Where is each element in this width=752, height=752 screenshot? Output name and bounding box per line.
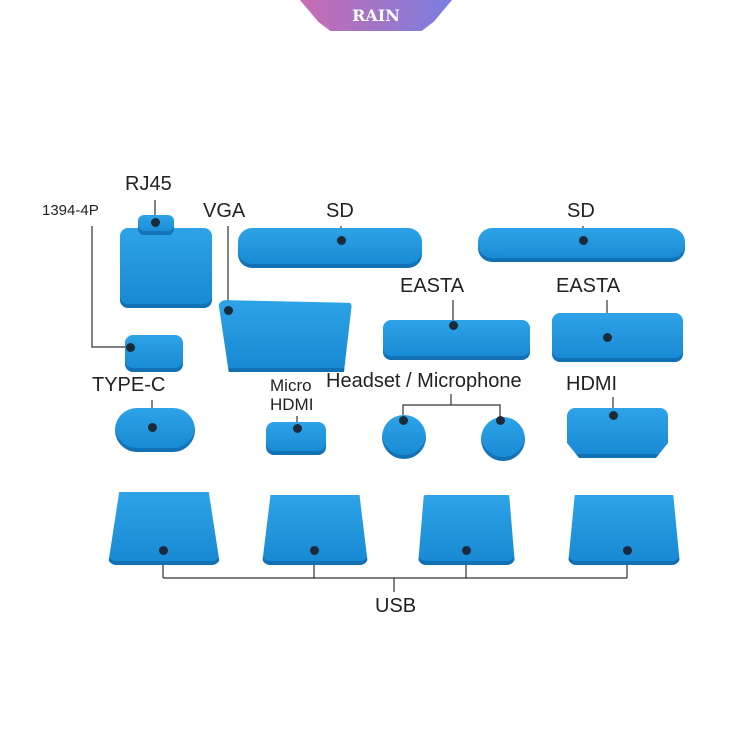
sd-plug-1 — [238, 228, 422, 268]
leader-dot — [310, 546, 319, 555]
label-vga: VGA — [203, 200, 246, 222]
leader-dot — [293, 424, 302, 433]
leader-dot — [623, 546, 632, 555]
label-micro-hdmi: HDMI — [270, 395, 314, 414]
label-hdmi: HDMI — [566, 373, 618, 395]
leader-dot — [579, 236, 588, 245]
leader-dot — [603, 333, 612, 342]
brand-banner: RAIN — [300, 0, 452, 31]
leader-dot — [496, 416, 505, 425]
leader-dot — [462, 546, 471, 555]
leader-dot — [224, 306, 233, 315]
leader-dot — [126, 343, 135, 352]
label-1394: 1394-4P — [42, 202, 99, 219]
label-sd-1: SD — [326, 200, 354, 222]
label-headset: Headset / Microphone — [326, 370, 522, 392]
easta-plug-2 — [552, 313, 683, 362]
sd-plug-2 — [478, 228, 685, 262]
leader-dot — [609, 411, 618, 420]
label-usb: USB — [375, 595, 417, 617]
label-sd-2: SD — [567, 200, 595, 222]
vga-plug — [218, 300, 352, 372]
headset-plug-2 — [481, 417, 525, 461]
leader-dot — [148, 423, 157, 432]
label-easta-2: EASTA — [556, 275, 621, 297]
label-easta-1: EASTA — [400, 275, 465, 297]
label-micro: Micro — [270, 376, 312, 395]
leader-dot — [449, 321, 458, 330]
leader-dot — [151, 218, 160, 227]
1394-plug — [125, 335, 183, 372]
leader-dot — [159, 546, 168, 555]
label-typec: TYPE-C — [92, 374, 166, 396]
rj45-plug — [120, 228, 212, 308]
leader-dot — [337, 236, 346, 245]
usb-plug-4 — [568, 495, 680, 565]
label-rj45: RJ45 — [125, 173, 172, 195]
leader-dot — [399, 416, 408, 425]
